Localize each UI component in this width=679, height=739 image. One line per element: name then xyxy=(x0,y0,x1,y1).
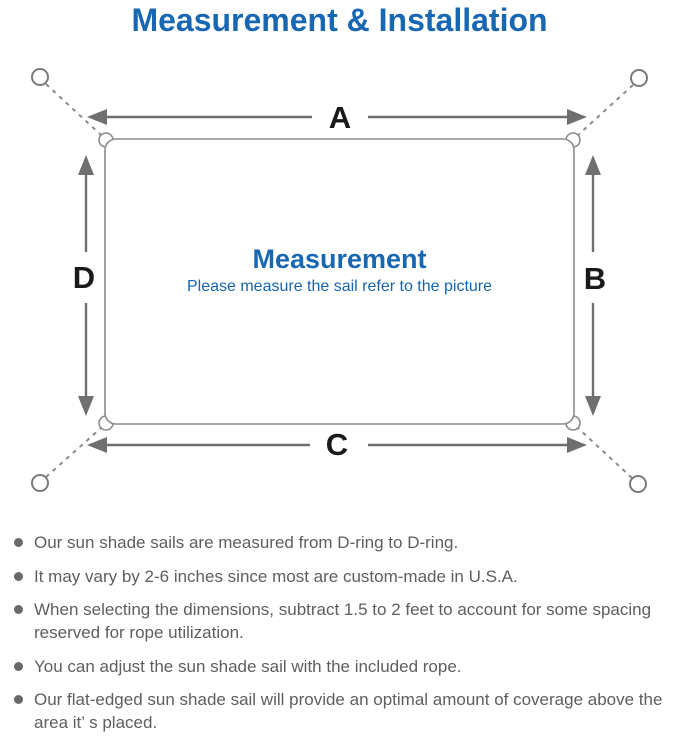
bullet-dot-icon xyxy=(14,605,23,614)
arrow-b-head-bottom xyxy=(585,396,601,416)
note-text: Our sun shade sails are measured from D-… xyxy=(34,533,459,552)
page-title: Measurement & Installation xyxy=(131,2,548,38)
note-text: When selecting the dimensions, subtract … xyxy=(34,600,652,642)
rope-dashed-line-bottom-right xyxy=(577,427,633,479)
bullet-dot-icon xyxy=(14,538,23,547)
note-item-5: Our flat-edged sun shade sail will provi… xyxy=(10,688,675,734)
note-text: Our flat-edged sun shade sail will provi… xyxy=(34,690,663,732)
bullet-dot-icon xyxy=(14,661,23,671)
rope-dashed-line-top-right xyxy=(577,84,634,136)
arrow-c-head-right xyxy=(567,437,587,453)
dimension-label-a: A xyxy=(329,100,351,135)
dimension-label-d: D xyxy=(73,260,95,295)
dimension-label-b: B xyxy=(584,261,606,296)
rope-dashed-line-bottom-left xyxy=(45,427,102,478)
note-item-1: Our sun shade sails are measured from D-… xyxy=(10,531,675,554)
arrow-b-head-top xyxy=(585,155,601,175)
note-item-4: You can adjust the sun shade sail with t… xyxy=(10,655,675,678)
anchor-point-bottom-right xyxy=(629,475,647,493)
arrow-c-head-left xyxy=(87,437,107,453)
anchor-point-top-right xyxy=(630,69,648,87)
bullet-dot-icon xyxy=(14,695,23,704)
notes-list: Our sun shade sails are measured from D-… xyxy=(10,531,675,739)
note-item-2: It may vary by 2-6 inches since most are… xyxy=(10,565,675,588)
anchor-point-bottom-left xyxy=(31,474,49,492)
rope-dashed-line-top-left xyxy=(45,83,102,136)
arrow-a-head-right xyxy=(567,109,587,125)
sail-rect xyxy=(104,138,575,425)
bullet-dot-icon xyxy=(14,571,23,581)
dimension-label-c: C xyxy=(326,427,348,462)
arrow-d-head-bottom xyxy=(78,396,94,416)
note-text: You can adjust the sun shade sail with t… xyxy=(34,656,462,676)
arrow-d-head-top xyxy=(78,155,94,175)
anchor-point-top-left xyxy=(31,68,49,86)
sail-measurement-diagram: A C D B xyxy=(31,68,648,493)
arrow-a-head-left xyxy=(87,109,107,125)
note-text: It may vary by 2-6 inches since most are… xyxy=(34,566,518,586)
note-item-3: When selecting the dimensions, subtract … xyxy=(10,598,675,644)
